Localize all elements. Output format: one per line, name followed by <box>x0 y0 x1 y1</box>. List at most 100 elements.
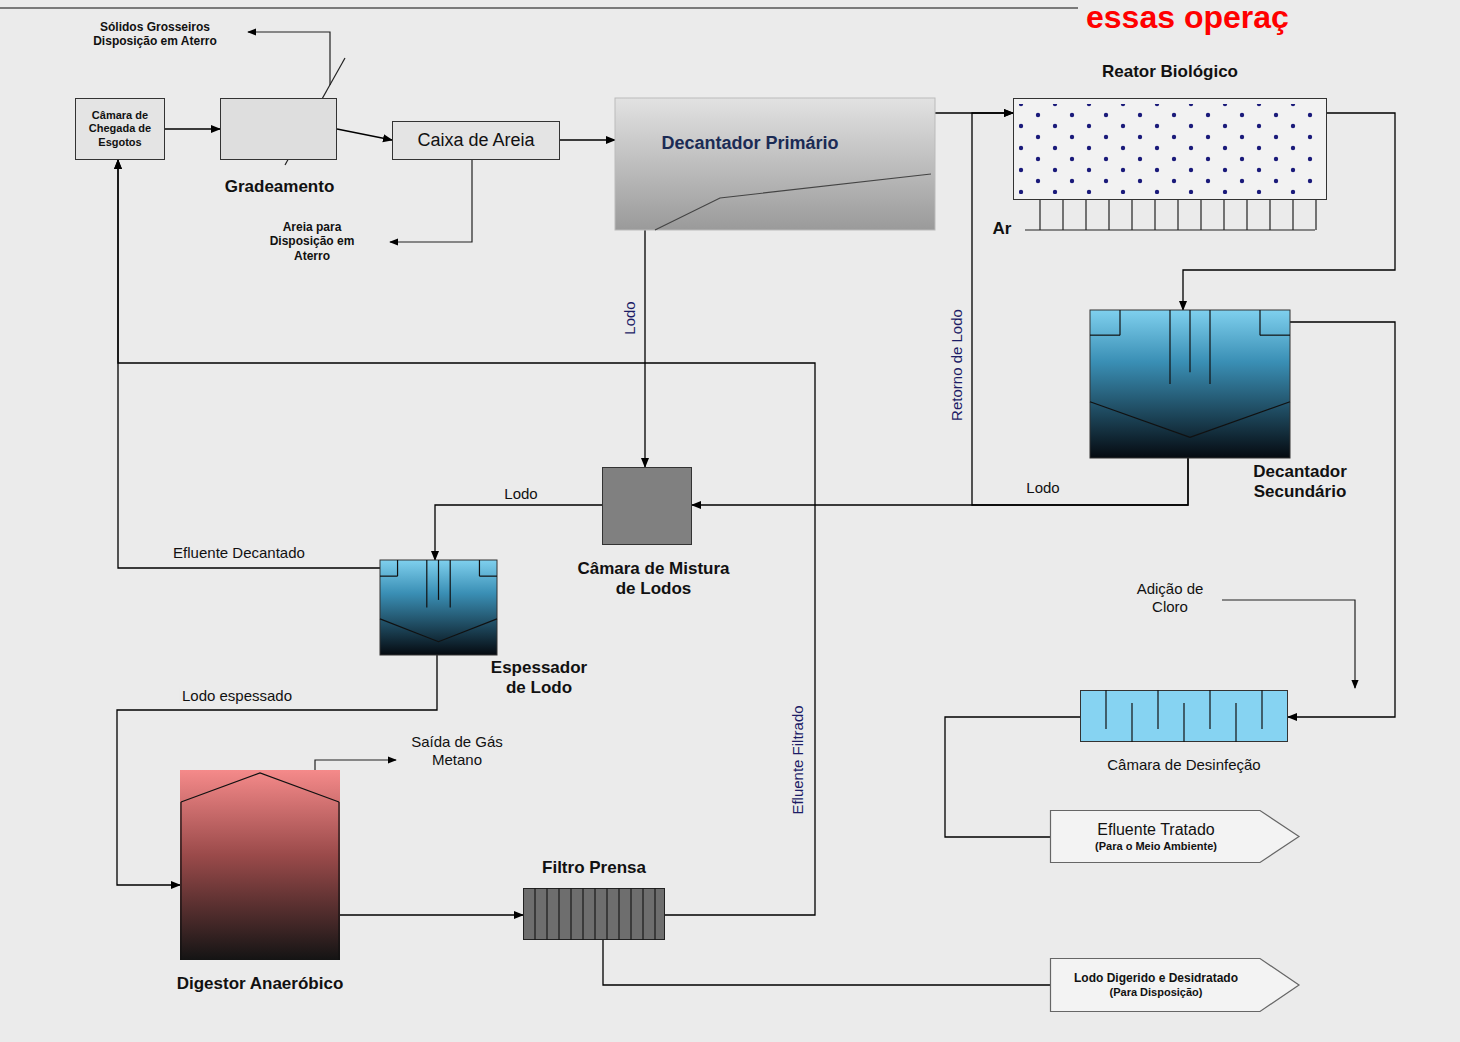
disposal-note: Areia para Disposição em Aterro <box>252 220 372 263</box>
shape-stroke <box>618 888 619 940</box>
flow-connector <box>435 505 602 560</box>
flow-connector <box>1288 322 1395 717</box>
digester-body <box>180 770 340 960</box>
shape-stroke <box>594 888 595 940</box>
digester-outline <box>180 770 340 960</box>
diffuser-tick <box>1039 200 1040 230</box>
node-label: Reator Biológico <box>1013 62 1327 82</box>
outlet-arrow <box>1051 811 1300 863</box>
diffuser-tick <box>1177 200 1178 230</box>
clarifier-outline <box>1090 310 1290 458</box>
filter-outline <box>523 888 665 940</box>
node-body: Caixa de Areia <box>393 122 559 159</box>
shape-stroke <box>642 888 643 940</box>
flow-connector <box>165 128 220 129</box>
biomass-dots <box>1019 104 1321 194</box>
shape-stroke <box>1183 703 1184 742</box>
shape-stroke <box>582 888 583 940</box>
flow-connector <box>560 139 615 140</box>
node-text: Decantador Primário <box>661 133 838 155</box>
air-label: Ar <box>990 219 1014 239</box>
clarifier-cone <box>1090 402 1290 438</box>
node-label: Decantador Secundário <box>1240 462 1360 503</box>
outlet-arrow <box>1051 959 1300 1012</box>
diffuser-tick <box>1062 200 1063 230</box>
flow-label: Lodo <box>622 299 639 336</box>
node-text: (Para Disposição) <box>1110 986 1203 999</box>
shape-stroke <box>450 560 451 608</box>
shape-stroke <box>534 888 535 940</box>
node-text: Efluente Tratado <box>1097 820 1214 839</box>
flow-label: Retorno de Lodo <box>949 307 966 423</box>
flow-connector <box>340 914 523 915</box>
flow-connector <box>692 458 1188 505</box>
chlorine-arrow <box>1222 600 1355 688</box>
air-diffusers <box>1040 200 1316 230</box>
diffuser-tick <box>1108 200 1109 230</box>
disinf-outline <box>1080 690 1288 742</box>
diffuser-tick <box>1223 200 1224 230</box>
reactor-tank <box>1014 99 1327 200</box>
node-text: Caixa de Areia <box>417 130 534 152</box>
shape-stroke <box>1131 703 1132 742</box>
clarifier-tank <box>1090 310 1290 458</box>
node-label: Gradeamento <box>211 177 348 197</box>
shape-stroke <box>479 576 497 577</box>
anaerobic-digester: Digestor Anaeróbico <box>180 770 340 960</box>
shape-stroke <box>180 802 181 960</box>
shape-stroke <box>630 888 631 940</box>
diffuser-tick <box>1131 200 1132 230</box>
node-text: Lodo Digerido e Desidratado <box>1074 971 1238 985</box>
solids-arrow <box>248 32 330 85</box>
node-body: Efluente Tratado(Para o Meio Ambiente) <box>1050 810 1300 863</box>
shape-stroke <box>1260 335 1290 336</box>
shape-stroke <box>1209 690 1210 729</box>
flow-label: Lodo espessado <box>180 688 294 705</box>
secondary-clarifier: Decantador Secundário <box>1090 310 1290 458</box>
flow-label: Lodo <box>502 486 539 503</box>
shape-stroke <box>654 888 655 940</box>
arrival-chamber: Câmara de Chegada de Esgotos <box>75 98 165 160</box>
primary-clarifier: Decantador Primário <box>615 98 935 230</box>
clarifier-cone <box>380 619 497 642</box>
disinfection-chamber: Câmara de Desinfeção <box>1080 690 1288 742</box>
shape-stroke <box>426 560 427 608</box>
shape-stroke <box>546 888 547 940</box>
shape-stroke <box>1105 690 1106 729</box>
press-body <box>524 889 665 940</box>
tank-floor <box>655 174 931 230</box>
grit-chamber: Caixa de Areia <box>392 121 560 160</box>
shape-stroke <box>1169 310 1170 384</box>
reactor-outline <box>1013 98 1327 200</box>
sand-arrow <box>390 160 472 242</box>
node-body: Decantador Primário <box>615 98 935 230</box>
sludge-thickener: Espessador de Lodo <box>380 560 497 655</box>
node-body: Lodo Digerido e Desidratado(Para Disposi… <box>1050 958 1300 1012</box>
shape-stroke <box>1261 690 1262 729</box>
shape-stroke <box>1189 310 1190 372</box>
screening-box: Gradeamento <box>220 98 337 160</box>
digester-roof <box>181 773 339 802</box>
shape-stroke <box>558 888 559 940</box>
contact-tank <box>1081 691 1288 742</box>
flow-label: Efluente Decantado <box>171 545 307 562</box>
gas-label: Saída de Gás Metano <box>402 733 512 769</box>
sludge-mixing-chamber: Câmara de Mistura de Lodos <box>602 467 692 545</box>
diffuser-tick <box>1085 200 1086 230</box>
flow-connector <box>644 230 645 467</box>
filter-press: Filtro Prensa <box>523 888 665 940</box>
node-label: Digestor Anaeróbico <box>140 974 380 994</box>
clarifier-tank <box>380 560 497 655</box>
treated-effluent-outlet: Efluente Tratado(Para o Meio Ambiente) <box>1050 810 1300 863</box>
diffuser-tick <box>1246 200 1247 230</box>
flow-connector <box>337 129 392 140</box>
shape-stroke <box>570 888 571 940</box>
shape-stroke <box>1090 335 1120 336</box>
chlorine-label: Adição de Cloro <box>1120 580 1220 616</box>
shape-stroke <box>438 560 439 600</box>
primary-outline <box>615 98 935 230</box>
flow-connector <box>118 160 380 568</box>
diffuser-tick <box>1154 200 1155 230</box>
sludge-disposal-outlet: Lodo Digerido e Desidratado(Para Disposi… <box>1050 958 1300 1012</box>
node-body: Câmara de Chegada de Esgotos <box>76 99 164 159</box>
